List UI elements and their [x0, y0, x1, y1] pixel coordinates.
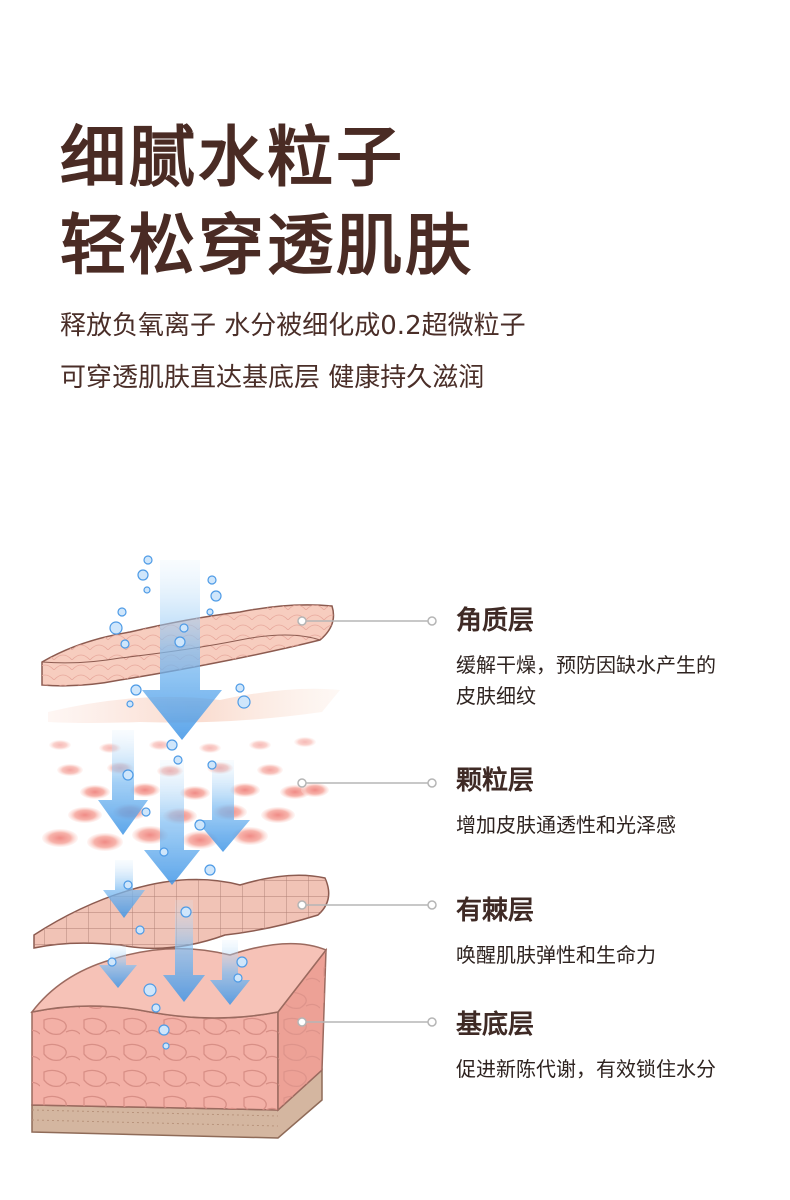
water-droplets: [107, 555, 251, 1050]
layer-label-spinous: 有棘层 唤醒肌肤弹性和生命力: [456, 898, 776, 971]
layer-label-basal: 基底层 促进新陈代谢，有效锁住水分: [456, 1012, 776, 1085]
subtext-line-2: 可穿透肌肤直达基底层 健康持久滋润: [60, 363, 485, 393]
layer-title: 基底层: [456, 1010, 535, 1040]
layer-title: 角质层: [456, 606, 535, 636]
layer-description: 唤醒肌肤弹性和生命力: [456, 943, 656, 967]
layer-description: 促进新陈代谢，有效锁住水分: [456, 1057, 716, 1081]
granular-layer-cells: [42, 737, 329, 851]
layer-description: 增加皮肤通透性和光泽感: [456, 813, 676, 837]
leader-lines: [297, 616, 437, 1027]
skin-layers-illustration: [30, 555, 437, 1139]
subtext-line-1: 释放负氧离子 水分被细化成0.2超微粒子: [60, 311, 526, 341]
headline-line-1: 细腻水粒子: [60, 119, 405, 196]
layer-label-granular: 颗粒层 增加皮肤通透性和光泽感: [456, 768, 776, 841]
layer-title: 颗粒层: [456, 766, 535, 796]
layer-title: 有棘层: [456, 896, 535, 926]
layer-label-stratum-corneum: 角质层 缓解干燥，预防因缺水产生的皮肤细纹: [456, 608, 776, 712]
layer-description: 缓解干燥，预防因缺水产生的皮肤细纹: [456, 653, 716, 708]
headline-line-2: 轻松穿透肌肤: [60, 207, 474, 284]
water-flow-arrows: [98, 560, 250, 1005]
